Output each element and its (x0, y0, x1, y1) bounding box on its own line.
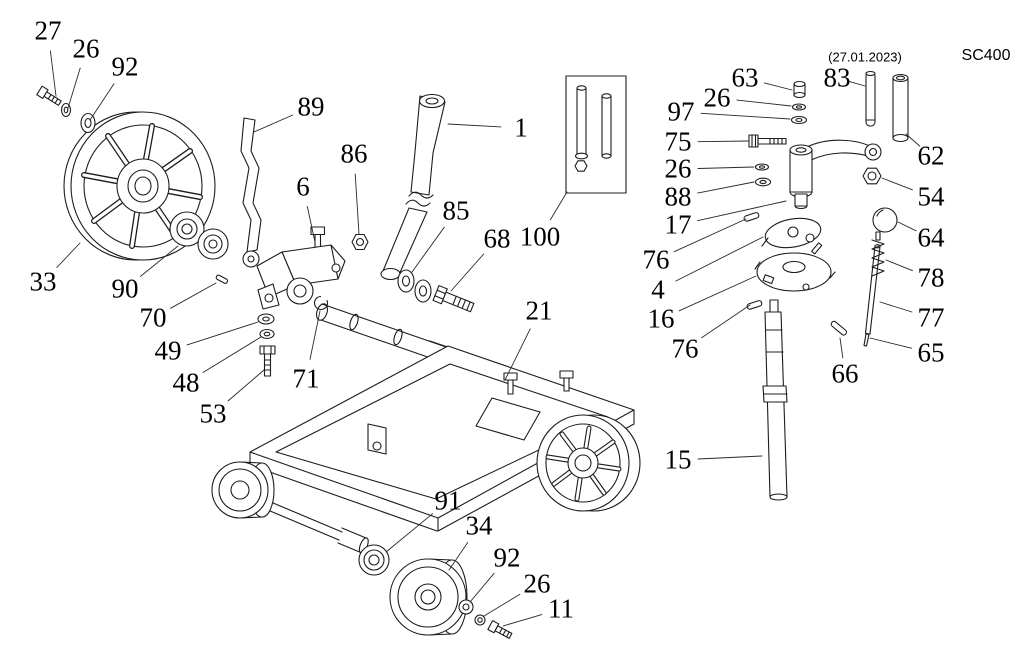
leader-line-49 (186, 321, 259, 346)
leader-line-64 (897, 221, 917, 232)
leader-line-85 (411, 226, 445, 273)
leader-line-65 (869, 337, 913, 349)
ball-64 (872, 207, 898, 233)
pin-83 (865, 70, 876, 127)
leader-line-26 (67, 67, 81, 109)
washer-26-c (791, 103, 807, 111)
leader-line-1 (447, 123, 502, 128)
model-code: SC400 (961, 47, 1011, 64)
leader-line-17 (697, 200, 787, 222)
washer-91 (358, 544, 390, 576)
leader-line-70 (170, 282, 217, 309)
leader-line-4 (675, 236, 764, 282)
leader-lines (49, 50, 921, 627)
leader-line-54 (881, 177, 913, 191)
rotor-plate-16 (754, 252, 836, 292)
front-wheel-33 (63, 111, 216, 261)
washer-26-b (474, 614, 486, 626)
leader-line-92 (89, 83, 115, 121)
axle-rod (261, 499, 369, 554)
cam-plate-4 (761, 217, 823, 255)
rear-wheel-right (536, 414, 641, 512)
bolt-11 (487, 620, 513, 639)
leader-line-78 (885, 259, 913, 272)
leader-line-6 (306, 206, 316, 243)
spring-78 (871, 231, 885, 277)
leader-line-34 (448, 542, 469, 571)
bolt-27 (36, 85, 62, 106)
leader-line-26 (483, 593, 521, 617)
washer-26-d (754, 163, 770, 171)
pin-76-b (746, 300, 763, 310)
leader-line-76 (701, 304, 751, 339)
roller-34 (389, 558, 468, 636)
leader-line-88 (697, 181, 755, 194)
leader-line-33 (56, 242, 81, 268)
washer-85-a (397, 269, 415, 293)
crank-lever-17 (789, 139, 882, 210)
wheel-spokes (545, 425, 622, 502)
cap-63 (793, 80, 806, 99)
bolt-53 (259, 345, 276, 377)
leader-line-97 (700, 112, 791, 120)
leader-line-83 (849, 81, 866, 87)
retaining-ring-71 (313, 295, 329, 311)
leader-line-11 (502, 614, 543, 627)
leader-line-15 (697, 455, 763, 460)
pin-66 (830, 320, 848, 336)
leader-line-48 (202, 336, 262, 373)
leader-line-27 (49, 50, 57, 97)
washer-97 (790, 115, 808, 125)
leader-line-77 (879, 301, 913, 313)
bolt-75 (748, 134, 787, 148)
washer-92-b (458, 599, 474, 615)
leader-line-89 (253, 114, 294, 133)
leader-line-66 (839, 337, 844, 359)
wheel-spokes (81, 123, 203, 249)
leader-line-75 (697, 140, 749, 143)
left-roller (211, 461, 275, 519)
sleeve-62 (892, 73, 909, 143)
leader-line-92 (469, 572, 495, 603)
bolt-68 (432, 285, 475, 313)
nut-54 (862, 167, 882, 185)
brake-lever-89 (240, 117, 262, 268)
leader-line-100 (549, 191, 568, 221)
leader-line-63 (763, 82, 793, 91)
bearing-90-a (169, 211, 205, 247)
washer-49 (257, 313, 275, 325)
leader-line-76 (673, 218, 747, 253)
leader-line-26 (736, 99, 792, 107)
revision-date: (27.01.2023) (828, 49, 902, 65)
leader-line-68 (450, 253, 485, 292)
leader-line-86 (354, 173, 360, 235)
leader-line-21 (504, 328, 531, 381)
chassis-frame-21 (249, 303, 635, 532)
leader-line-71 (309, 310, 321, 360)
leader-line-91 (385, 513, 434, 553)
pin-76-a (743, 212, 760, 222)
leader-line-62 (905, 133, 921, 147)
pin-70 (215, 274, 229, 284)
washer-48 (259, 328, 275, 340)
nut-86 (351, 233, 369, 251)
tiller-arm-1 (380, 93, 446, 281)
leader-line-26 (697, 166, 755, 169)
leader-line-16 (678, 275, 757, 312)
leader-line-53 (227, 369, 265, 402)
washer-88 (754, 177, 772, 187)
hardware-kit-100 (565, 75, 627, 194)
leader-line-90 (140, 245, 179, 277)
steering-shaft-15 (762, 299, 788, 501)
pivot-bracket-6 (256, 226, 346, 310)
bearing-90-b (197, 228, 229, 260)
washer-85-b (414, 279, 432, 303)
